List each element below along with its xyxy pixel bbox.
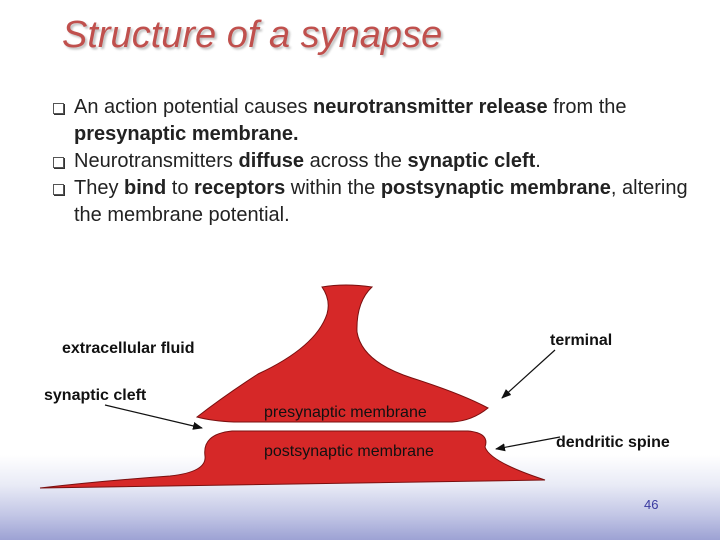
bullet-list: An action potential causes neurotransmit…	[50, 94, 690, 229]
bullet-item-2: Neurotransmitters diffuse across the syn…	[50, 148, 690, 175]
synaptic-cleft-label: synaptic cleft	[44, 387, 147, 404]
bullet-text: from the	[547, 96, 627, 118]
square-bullet-icon	[53, 184, 64, 195]
bullet-emphasis: postsynaptic membrane	[380, 177, 611, 199]
bullet-text: , altering the membrane potential.	[74, 177, 688, 226]
bullet-emphasis: bind	[124, 177, 167, 199]
terminal-label: terminal	[550, 332, 613, 349]
bullet-text: They	[74, 177, 125, 199]
terminal-arrow	[501, 349, 556, 399]
bullet-text: An action potential causes	[74, 96, 314, 118]
dendritic-spine-arrow	[495, 436, 561, 452]
dendritic-spine-shape	[39, 430, 546, 489]
bullet-text: across the	[304, 150, 408, 172]
slide-title: Structure of a synapse	[62, 14, 443, 56]
bullet-emphasis: presynaptic membrane.	[74, 123, 299, 145]
dendritic-spine-label: dendritic spine	[556, 434, 670, 451]
bullet-text: within the	[285, 177, 381, 199]
synaptic-cleft-arrow	[104, 404, 203, 430]
extracellular-fluid-label: extracellular fluid	[62, 340, 195, 357]
bullet-emphasis: synaptic cleft	[407, 150, 536, 172]
square-bullet-icon	[53, 103, 64, 114]
bullet-text: to	[166, 177, 195, 199]
bullet-text: Neurotransmitters	[74, 150, 239, 172]
bullet-emphasis: receptors	[194, 177, 286, 199]
presynaptic-membrane-label: presynaptic membrane	[264, 404, 427, 421]
bullet-emphasis: neurotransmitter release	[313, 96, 548, 118]
bullet-emphasis: diffuse	[238, 150, 305, 172]
bullet-item-3: They bind to receptors within the postsy…	[50, 175, 690, 229]
square-bullet-icon	[53, 157, 64, 168]
presynaptic-terminal-shape	[195, 284, 489, 423]
page-number: 46	[644, 497, 659, 512]
postsynaptic-membrane-label: postsynaptic membrane	[264, 443, 434, 460]
bullet-item-1: An action potential causes neurotransmit…	[50, 94, 690, 148]
bullet-text: .	[535, 150, 541, 172]
